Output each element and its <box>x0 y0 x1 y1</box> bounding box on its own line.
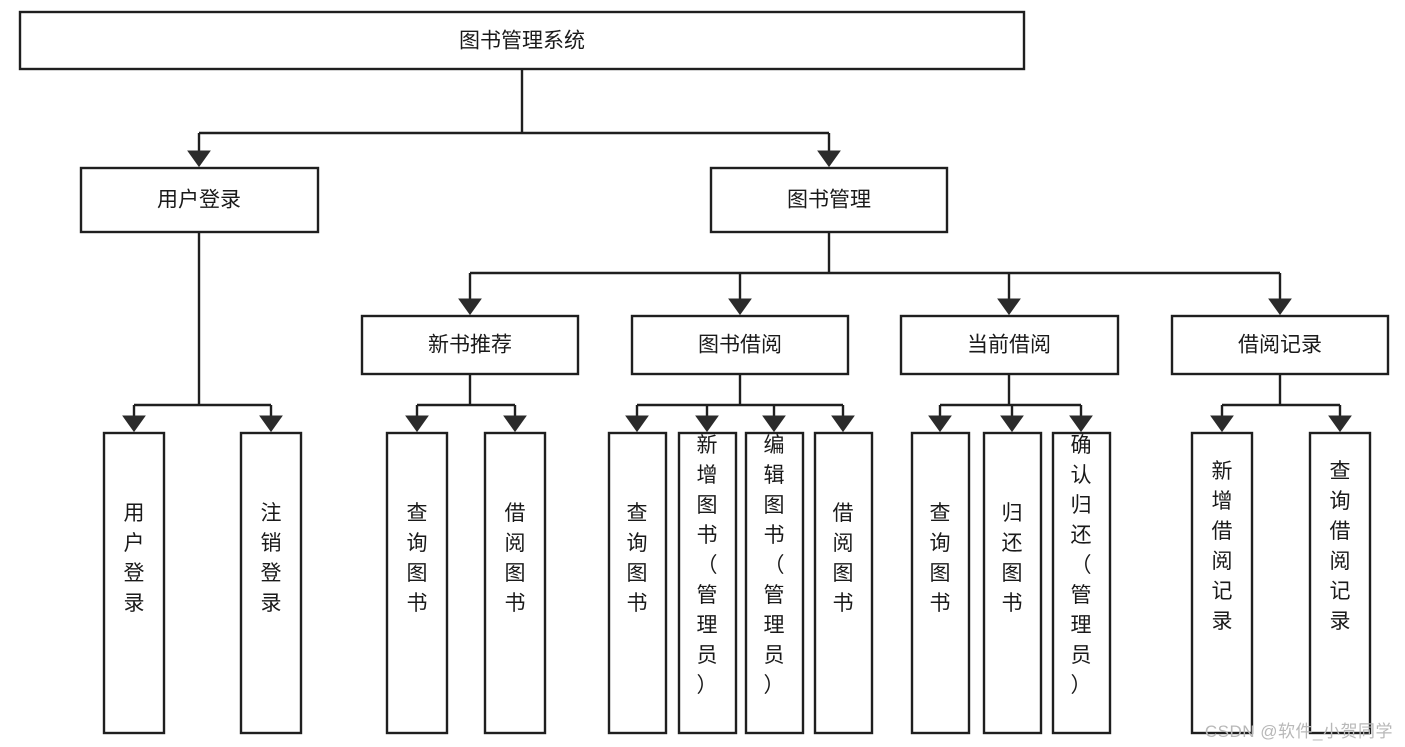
leaf-edit-book-box[interactable] <box>744 431 805 735</box>
leaf-query-book-current-box[interactable] <box>910 431 971 735</box>
node-new-book-recommend[interactable]: 新书推荐 <box>360 314 580 376</box>
leaf-borrow-book-recommend-box[interactable] <box>483 431 547 735</box>
leaf-confirm-return-box[interactable] <box>1051 431 1112 735</box>
leaf-query-book-current-label: 查询图书 <box>930 502 951 615</box>
leaf-query-borrow-record[interactable]: 查询借阅记录 <box>1308 431 1372 735</box>
leaf-query-book-recommend-box[interactable] <box>385 431 449 735</box>
leaf-return-book[interactable]: 归还图书 <box>982 431 1043 735</box>
leaf-edit-book[interactable]: 编辑图书（管理员） <box>744 431 805 735</box>
leaf-borrow-book-recommend-label: 借阅图书 <box>505 502 526 615</box>
node-root[interactable]: 图书管理系统 <box>18 10 1026 71</box>
leaf-add-borrow-record-label: 新增借阅记录 <box>1212 460 1233 633</box>
node-book-borrow-box[interactable] <box>630 314 850 376</box>
leaf-user-login-label: 用户登录 <box>124 502 145 615</box>
node-current-borrow-box[interactable] <box>899 314 1120 376</box>
leaf-add-borrow-record-box[interactable] <box>1190 431 1254 735</box>
node-book-borrow-label: 图书借阅 <box>698 334 782 357</box>
leaf-query-book-borrow-box[interactable] <box>607 431 668 735</box>
csdn-watermark: CSDN @软件_小贺同学 <box>1204 722 1393 741</box>
node-current-borrow[interactable]: 当前借阅 <box>899 314 1120 376</box>
node-root-label: 图书管理系统 <box>459 30 585 53</box>
leaf-add-book-label: 新增图书（管理员） <box>697 434 718 697</box>
leaf-return-book-label: 归还图书 <box>1002 502 1023 615</box>
leaf-borrow-book-box[interactable] <box>813 431 874 735</box>
leaf-add-book[interactable]: 新增图书（管理员） <box>677 431 738 735</box>
leaf-query-book-borrow[interactable]: 查询图书 <box>607 431 668 735</box>
node-book-management-box[interactable] <box>709 166 949 234</box>
node-borrow-record-box[interactable] <box>1170 314 1390 376</box>
leaf-confirm-return-label: 确认归还（管理员） <box>1071 434 1092 697</box>
leaf-confirm-return[interactable]: 确认归还（管理员） <box>1051 431 1112 735</box>
connector-layer <box>122 69 1352 433</box>
leaf-query-borrow-record-label: 查询借阅记录 <box>1330 460 1351 633</box>
leaf-add-book-box[interactable] <box>677 431 738 735</box>
node-book-management-label: 图书管理 <box>787 189 871 212</box>
leaf-query-borrow-record-box[interactable] <box>1308 431 1372 735</box>
leaf-borrow-book-recommend[interactable]: 借阅图书 <box>483 431 547 735</box>
node-book-management[interactable]: 图书管理 <box>709 166 949 234</box>
node-new-book-recommend-box[interactable] <box>360 314 580 376</box>
leaf-query-book-borrow-label: 查询图书 <box>627 502 648 615</box>
node-user-login-box[interactable] <box>79 166 320 234</box>
leaf-return-book-box[interactable] <box>982 431 1043 735</box>
leaf-add-borrow-record[interactable]: 新增借阅记录 <box>1190 431 1254 735</box>
leaf-logout-label: 注销登录 <box>261 502 282 615</box>
node-root-box[interactable] <box>18 10 1026 71</box>
node-borrow-record[interactable]: 借阅记录 <box>1170 314 1390 376</box>
node-user-login-label: 用户登录 <box>157 189 241 212</box>
node-book-borrow[interactable]: 图书借阅 <box>630 314 850 376</box>
leaf-logout-box[interactable] <box>239 431 303 735</box>
leaf-query-book-current[interactable]: 查询图书 <box>910 431 971 735</box>
leaf-layer: 用户登录 注销登录 查询图书 借阅图书 查询图书 新增图书（管理员） <box>102 431 1372 735</box>
node-borrow-record-label: 借阅记录 <box>1238 334 1322 357</box>
leaf-user-login[interactable]: 用户登录 <box>102 431 166 735</box>
node-new-book-recommend-label: 新书推荐 <box>428 334 512 357</box>
leaf-logout[interactable]: 注销登录 <box>239 431 303 735</box>
leaf-user-login-box[interactable] <box>102 431 166 735</box>
leaf-borrow-book-label: 借阅图书 <box>833 502 854 615</box>
leaf-query-book-recommend-label: 查询图书 <box>407 502 428 615</box>
leaf-edit-book-label: 编辑图书（管理员） <box>764 434 785 697</box>
node-user-login[interactable]: 用户登录 <box>79 166 320 234</box>
node-current-borrow-label: 当前借阅 <box>967 334 1051 357</box>
leaf-query-book-recommend[interactable]: 查询图书 <box>385 431 449 735</box>
leaf-borrow-book[interactable]: 借阅图书 <box>813 431 874 735</box>
